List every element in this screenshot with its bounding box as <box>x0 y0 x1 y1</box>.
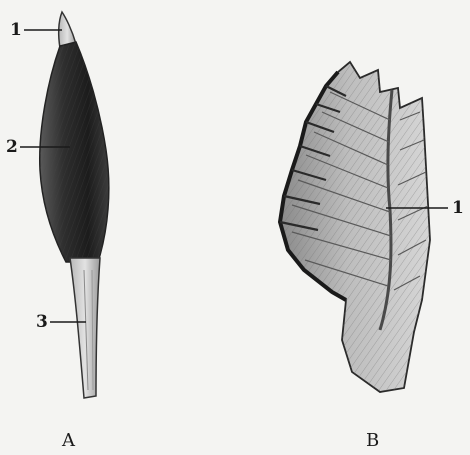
label-b1-text: 1 <box>452 198 464 218</box>
pennate-muscle <box>280 62 430 392</box>
lower-tendon <box>70 258 100 398</box>
label-a1: 1 <box>10 20 62 40</box>
fusiform-muscle <box>40 12 109 398</box>
label-a2-text: 2 <box>6 137 18 157</box>
label-a3-text: 3 <box>36 312 48 332</box>
caption-a: A <box>61 430 76 451</box>
caption-b: B <box>366 430 379 451</box>
label-a1-text: 1 <box>10 20 22 40</box>
